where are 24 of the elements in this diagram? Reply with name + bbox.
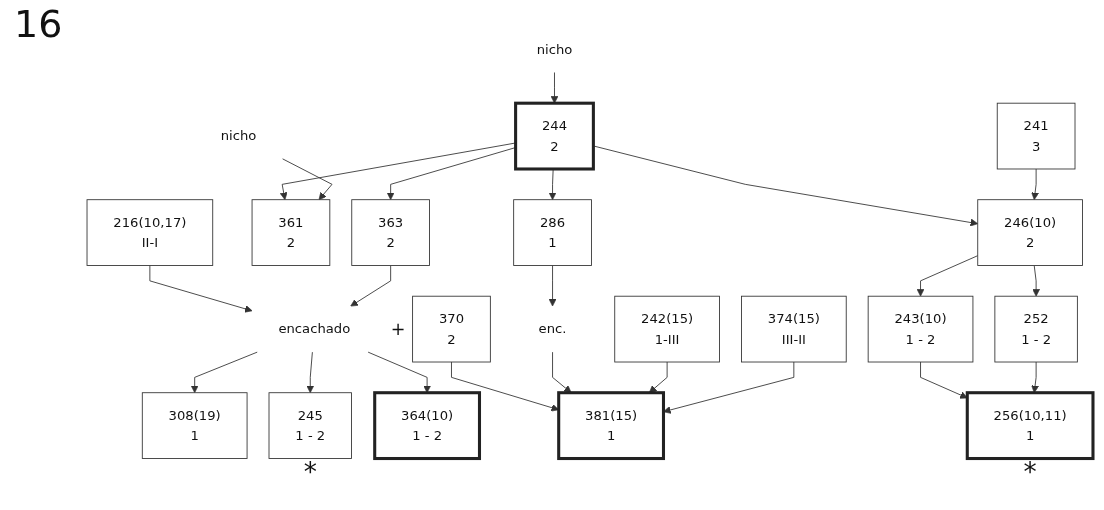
node-box: 241 3	[996, 102, 1076, 170]
node-box: 364(10) 1 - 2	[373, 391, 481, 461]
node-box: 374(15) III-II	[741, 295, 847, 363]
node-box: 242(15) 1-III	[614, 295, 720, 363]
node-text: nicho	[220, 127, 257, 144]
node-box: 370 2	[412, 295, 491, 363]
node-box: 243(10) 1 - 2	[867, 295, 974, 363]
node-box: 245 1 - 2	[268, 392, 352, 459]
node-box: 381(15) 1	[557, 391, 665, 461]
node-box: 246(10) 2	[977, 199, 1083, 266]
node-box: 244 2	[514, 101, 595, 171]
node-note: *	[303, 457, 317, 488]
node-text: enc.	[538, 320, 567, 337]
node-box: 252 1 - 2	[994, 295, 1078, 363]
node-box: 361 2	[251, 199, 331, 266]
node-text: encachado	[278, 320, 351, 337]
node-box: 286 1	[513, 199, 592, 266]
node-box: 256(10,11) 1	[965, 391, 1095, 461]
node-box: 216(10,17) II-I	[86, 199, 214, 266]
node-note: +	[390, 319, 406, 340]
node-text: nicho	[536, 41, 573, 58]
node-box: 308(19) 1	[141, 392, 248, 459]
figure-number: 16	[14, 2, 63, 46]
node-box: 363 2	[351, 199, 430, 266]
